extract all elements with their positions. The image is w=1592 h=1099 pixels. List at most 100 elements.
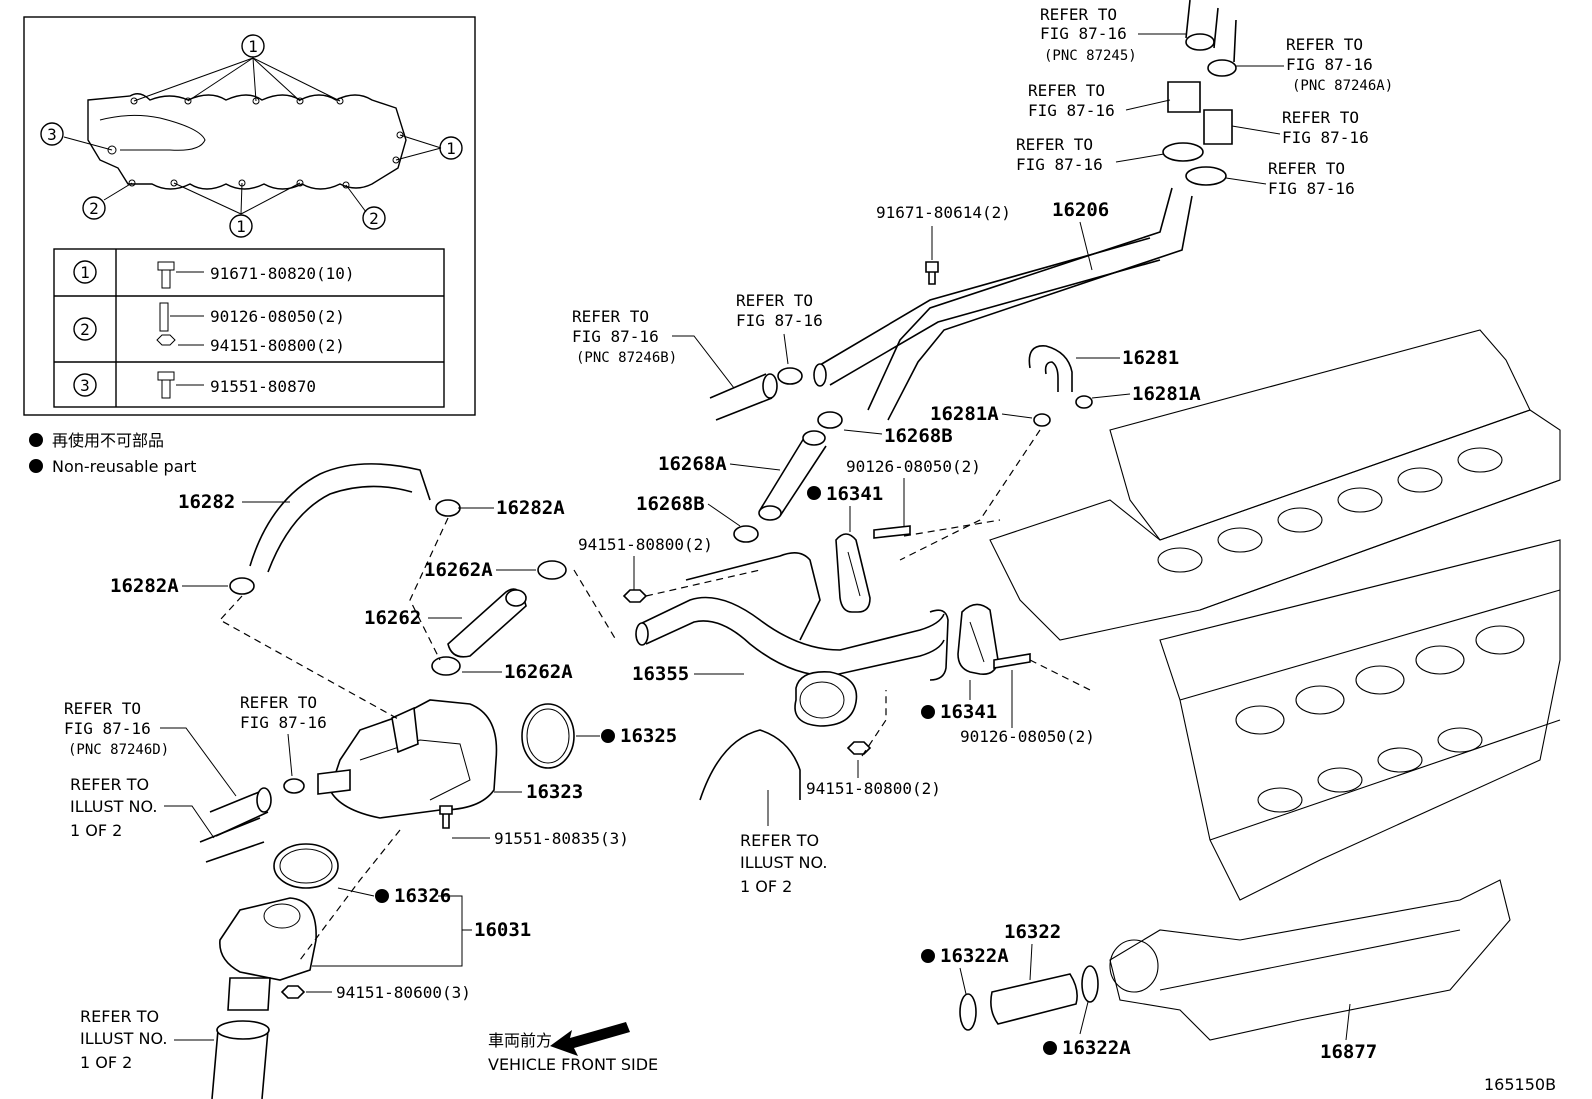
part-label: 16341: [940, 701, 997, 723]
part-label: REFER TO: [1040, 5, 1117, 24]
part-label: REFER TO: [240, 693, 317, 712]
part-label: 16031: [474, 919, 531, 941]
part-label: 16281A: [1132, 383, 1201, 405]
part-label: 90126-08050(2): [846, 457, 981, 476]
hose-stub: [1233, 19, 1237, 63]
legend-jp: 再使用不可部品: [52, 431, 164, 450]
part-label: REFER TO: [740, 831, 819, 850]
housing-group: 16325 16323 91551-80835(3): [317, 699, 677, 848]
gasket-inner: [99, 114, 206, 151]
hose-16281: [1044, 361, 1059, 392]
label-16206: 16206 91671-80614(2): [876, 199, 1109, 271]
part-label: REFER TO: [1286, 35, 1363, 54]
non-reusable-dot-icon: [807, 486, 821, 500]
part-label: FIG 87-16: [1040, 24, 1127, 43]
part-label: (PNC 87246D): [68, 742, 169, 758]
part-label: 16322A: [940, 945, 1009, 967]
clamp: [777, 367, 803, 385]
hose-stub: [699, 729, 801, 801]
part-label: 94151-80800(2): [578, 535, 713, 554]
non-reusable-dot-icon: [1043, 1041, 1057, 1055]
part-label: 16206: [1052, 199, 1109, 221]
part-label: 16322: [1004, 921, 1061, 943]
part-label: 16262A: [424, 559, 493, 581]
part-label: FIG 87-16: [1286, 55, 1373, 74]
inset-border: [23, 16, 476, 416]
cylinder-head-lower: [1159, 539, 1561, 901]
pipe-16355-group: 16355: [632, 552, 949, 727]
part-label: (PNC 87245): [1044, 48, 1137, 64]
pipe-16322: [990, 973, 1078, 1025]
part-label: REFER TO: [1268, 159, 1345, 178]
part-label: 91551-80870: [210, 377, 316, 396]
hose-end: [802, 430, 826, 446]
inset-box: 1 1 1 2 2 3 1 91671-80820(10): [23, 16, 476, 416]
part-label: 91671-80820(10): [210, 264, 355, 283]
part-label: 16282: [178, 491, 235, 513]
part-label: 16268B: [636, 493, 705, 515]
part-label: FIG 87-16: [240, 713, 327, 732]
hose-16282: [267, 485, 413, 573]
part-label: REFER TO: [70, 775, 149, 794]
inset-markers: 1 1 1 2 2 3: [40, 34, 463, 238]
front-arrow-icon: [550, 1022, 630, 1056]
housing-nipple: [391, 706, 419, 754]
gasket-holes: [107, 97, 404, 189]
part-label: 16281: [1122, 347, 1179, 369]
pipe-16206-group: [813, 0, 1237, 421]
non-reusable-dot-icon: [29, 459, 43, 473]
bolt-icon: [157, 371, 175, 399]
part-label: REFER TO: [1028, 81, 1105, 100]
inset-table: 1 91671-80820(10) 2 90126-08050(2) 94151…: [53, 248, 445, 408]
stud: [873, 525, 911, 539]
part-label: FIG 87-16: [1282, 128, 1369, 147]
hose-end: [758, 505, 782, 521]
nut-icon: [156, 334, 176, 346]
o-ring-16322A: [1081, 965, 1099, 1003]
pipe-outlet: [794, 671, 858, 727]
table-row: 3 91551-80870: [73, 371, 316, 399]
part-label: (PNC 87246B): [576, 350, 677, 366]
part-label: 1: [248, 37, 258, 56]
part-label: 16341: [826, 483, 883, 505]
table-row: 2 90126-08050(2) 94151-80800(2): [73, 302, 345, 355]
illustration-number: 165150B: [1484, 1075, 1556, 1094]
hose-16262-group: 16262A 16262 16262A 94151-80800(2): [364, 535, 713, 683]
non-reusable-dot-icon: [921, 705, 935, 719]
clamp-16262A: [537, 560, 567, 580]
head-ports: [1157, 447, 1525, 813]
part-label: ILLUST NO.: [740, 853, 827, 872]
non-reusable-dot-icon: [29, 433, 43, 447]
part-label: 94151-80800(2): [806, 779, 941, 798]
hose-end: [505, 589, 527, 607]
pipe-flange: [929, 609, 949, 681]
part-label: 2: [80, 320, 90, 339]
pipe-end: [635, 622, 649, 646]
part-label: 16325: [620, 725, 677, 747]
part-label: 16268A: [658, 453, 727, 475]
gasket-outline: [87, 93, 407, 190]
refer-topright: REFER TO FIG 87-16 (PNC 87245) REFER TO …: [1016, 5, 1393, 198]
hose-16262: [447, 588, 527, 658]
connector: [1167, 81, 1201, 113]
hose-end: [256, 787, 272, 813]
stud-icon: [159, 302, 169, 332]
non-reusable-dot-icon: [921, 949, 935, 963]
clamp-16282A: [435, 499, 461, 517]
clamp: [1162, 142, 1204, 162]
cylinder-heads: [989, 329, 1561, 901]
hose-end: [216, 1020, 270, 1040]
part-label: 91671-80614(2): [876, 203, 1011, 222]
clamp-16281A: [1033, 413, 1051, 427]
bolt-icon: [439, 805, 453, 829]
thermostat-16031: [219, 897, 317, 981]
hose-16281-group: 16281 16281A 16281A: [930, 345, 1201, 427]
part-label: 16322A: [1062, 1037, 1131, 1059]
hose-end: [1185, 33, 1215, 51]
hose-stub: [709, 373, 773, 421]
part-label: 90126-08050(2): [960, 727, 1095, 746]
pipe-16206: [887, 195, 1193, 421]
part-label: 16355: [632, 663, 689, 685]
thermostat-group: 16326 16031 94151-80600(3) REFER TO ILLU…: [80, 843, 531, 1099]
